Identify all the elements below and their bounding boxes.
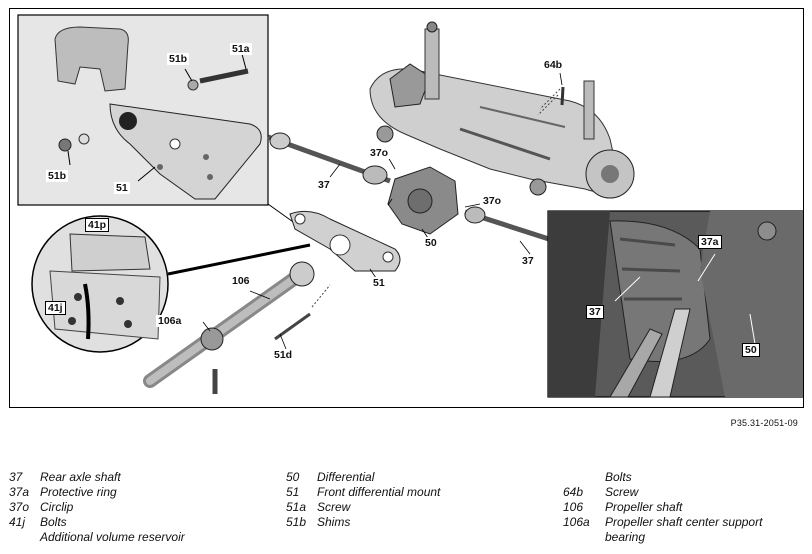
figure-reference: P35.31-2051-09 [730, 418, 798, 428]
callout-37-left: 37 [316, 179, 332, 191]
legend-key: 51b [286, 515, 307, 529]
differential [387, 166, 459, 235]
legend-label: Differential [317, 470, 375, 484]
legend-key: 51a [286, 500, 307, 514]
callout-37-right: 37 [520, 255, 536, 267]
callout-37a: 37a [698, 235, 722, 249]
callout-51b-left: 51b [46, 170, 69, 182]
callout-37o-top: 37o [368, 147, 391, 159]
legend-key: 41j [9, 515, 26, 529]
legend-row: 50 Differential [286, 470, 440, 485]
legend-key: 64b [563, 485, 584, 499]
callout-41p: 41p [85, 218, 110, 232]
callout-51b-top: 51b [167, 53, 190, 65]
legend-column-3: Bolts 64b Screw 106 Propeller shaft 106a Pr… [563, 470, 795, 545]
callout-51a: 51a [230, 43, 252, 55]
legend-row: 51b Shims [286, 515, 440, 530]
callout-106: 106 [230, 275, 252, 287]
callout-106a: 106a [156, 315, 184, 327]
legend-row: 106 Propeller shaft [563, 500, 795, 515]
legend-key [563, 470, 605, 485]
legend-label: Screw [605, 485, 639, 499]
legend-key: 37 [9, 470, 23, 484]
legend-row: Bolts [563, 470, 795, 485]
legend-key: 37a [9, 485, 30, 499]
legend-key: 106 [563, 500, 584, 514]
callout-50-inset: 50 [742, 343, 760, 357]
callout-51d: 51d [272, 349, 295, 361]
legend-column-2: 50 Differential 51 Front differential moun… [286, 470, 440, 530]
diagram-artwork [17, 14, 803, 398]
legend-key [9, 530, 40, 545]
rear-axle-carrier [369, 21, 635, 199]
legend-key: 51 [286, 485, 300, 499]
callout-41j: 41j [45, 301, 66, 315]
legend-label: Propeller shaft [605, 500, 683, 514]
legend-label: Bolts [605, 470, 632, 484]
legend-column-1: 37 Rear axle shaft 37a Protective ring 37o… [9, 470, 185, 545]
legend-row: 51a Screw [286, 500, 440, 515]
legend-label: Rear axle shaft [40, 470, 121, 484]
legend-label: Screw [317, 500, 351, 514]
callout-50-center: 50 [423, 237, 439, 249]
exploded-diagram: 51a 51b 51b 51 41p 41j 64b 37o 37o 37 37… [9, 8, 804, 408]
axle-shaft-left [267, 132, 391, 185]
legend-label: Propeller shaft center support bearing [605, 515, 763, 544]
legend-label: Protective ring [40, 485, 117, 499]
inset-reservoir-detail [31, 215, 311, 353]
front-differential-mount [289, 210, 401, 272]
leader-lines [202, 72, 563, 350]
callout-64b: 64b [542, 59, 565, 71]
inset-photo-protective-ring [547, 210, 803, 398]
legend-row: 37a Protective ring [9, 485, 185, 500]
legend-row: 51 Front differential mount [286, 485, 440, 500]
legend-row: 41j Bolts [9, 515, 185, 530]
legend-row: 64b Screw [563, 485, 795, 500]
legend-label: Shims [317, 515, 351, 529]
legend-label: Circlip [40, 500, 74, 514]
callout-51-center: 51 [371, 277, 387, 289]
legend-key: 50 [286, 470, 300, 484]
legend-label: Additional volume reservoir [40, 530, 185, 544]
callout-37o-right: 37o [481, 195, 504, 207]
callout-37-inset: 37 [586, 305, 604, 319]
legend-row: Additional volume reservoir [9, 530, 185, 545]
legend-row: 37 Rear axle shaft [9, 470, 185, 485]
legend-label: Front differential mount [317, 485, 441, 499]
legend-label: Bolts [40, 515, 67, 529]
legend-key: 37o [9, 500, 30, 514]
propeller-shaft [143, 261, 331, 394]
legend-row: 106a Propeller shaft center support beari… [563, 515, 795, 545]
legend-key: 106a [563, 515, 590, 529]
legend-row: 37o Circlip [9, 500, 185, 515]
callout-51-inset: 51 [114, 182, 130, 194]
